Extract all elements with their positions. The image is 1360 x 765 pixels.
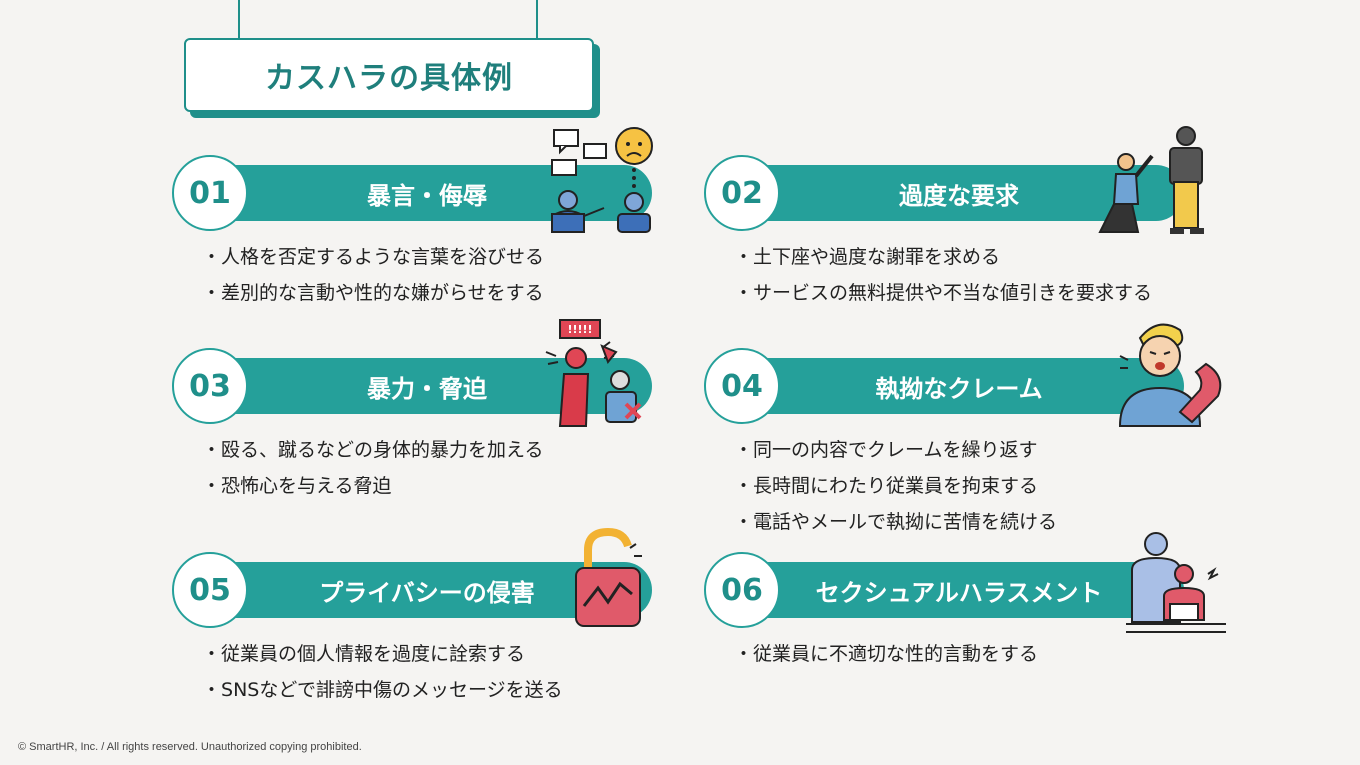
card-number: 06	[704, 552, 780, 628]
card-items: 人格を否定するような言葉を浴びせる 差別的な言動や性的な嫌がらせをする	[202, 239, 544, 311]
angry-phone-call-icon	[1118, 323, 1222, 427]
copyright-footer: © SmartHR, Inc. / All rights reserved. U…	[18, 741, 362, 753]
list-item: 人格を否定するような言葉を浴びせる	[202, 239, 544, 275]
violence-icon: !!!!!	[545, 319, 642, 427]
harassment-icon	[1126, 532, 1226, 633]
card-items: 殴る、蹴るなどの身体的暴力を加える 恐怖心を与える脅迫	[202, 432, 543, 504]
svg-text:!!!!!: !!!!!	[567, 323, 592, 336]
list-item: 従業員の個人情報を過度に詮索する	[202, 636, 563, 672]
card-heading: 過度な要求	[734, 165, 1184, 221]
list-item: 差別的な言動や性的な嫌がらせをする	[202, 275, 544, 311]
list-item: SNSなどで誹謗中傷のメッセージを送る	[202, 672, 563, 708]
speech-conflict-icon	[551, 127, 653, 233]
card-number: 03	[172, 348, 248, 424]
list-item: 電話やメールで執拗に苦情を続ける	[734, 504, 1057, 540]
list-item: 土下座や過度な謝罪を求める	[734, 239, 1152, 275]
card-items: 従業員に不適切な性的言動をする	[734, 636, 1038, 672]
list-item: 同一の内容でクレームを繰り返す	[734, 432, 1057, 468]
page-title: カスハラの具体例	[184, 38, 594, 112]
list-item: 従業員に不適切な性的言動をする	[734, 636, 1038, 672]
card-number: 05	[172, 552, 248, 628]
kneeling-apology-icon	[1098, 126, 1204, 234]
card-number: 04	[704, 348, 780, 424]
list-item: 恐怖心を与える脅迫	[202, 468, 543, 504]
broken-lock-icon	[575, 528, 642, 627]
list-item: サービスの無料提供や不当な値引きを要求する	[734, 275, 1152, 311]
card-heading: 執拗なクレーム	[734, 358, 1184, 414]
card-number: 01	[172, 155, 248, 231]
list-item: 殴る、蹴るなどの身体的暴力を加える	[202, 432, 543, 468]
card-number: 02	[704, 155, 780, 231]
list-item: 長時間にわたり従業員を拘束する	[734, 468, 1057, 504]
card-items: 同一の内容でクレームを繰り返す 長時間にわたり従業員を拘束する 電話やメールで執…	[734, 432, 1057, 540]
card-heading: セクシュアルハラスメント	[734, 562, 1184, 618]
card-items: 土下座や過度な謝罪を求める サービスの無料提供や不当な値引きを要求する	[734, 239, 1152, 311]
card-items: 従業員の個人情報を過度に詮索する SNSなどで誹謗中傷のメッセージを送る	[202, 636, 563, 708]
